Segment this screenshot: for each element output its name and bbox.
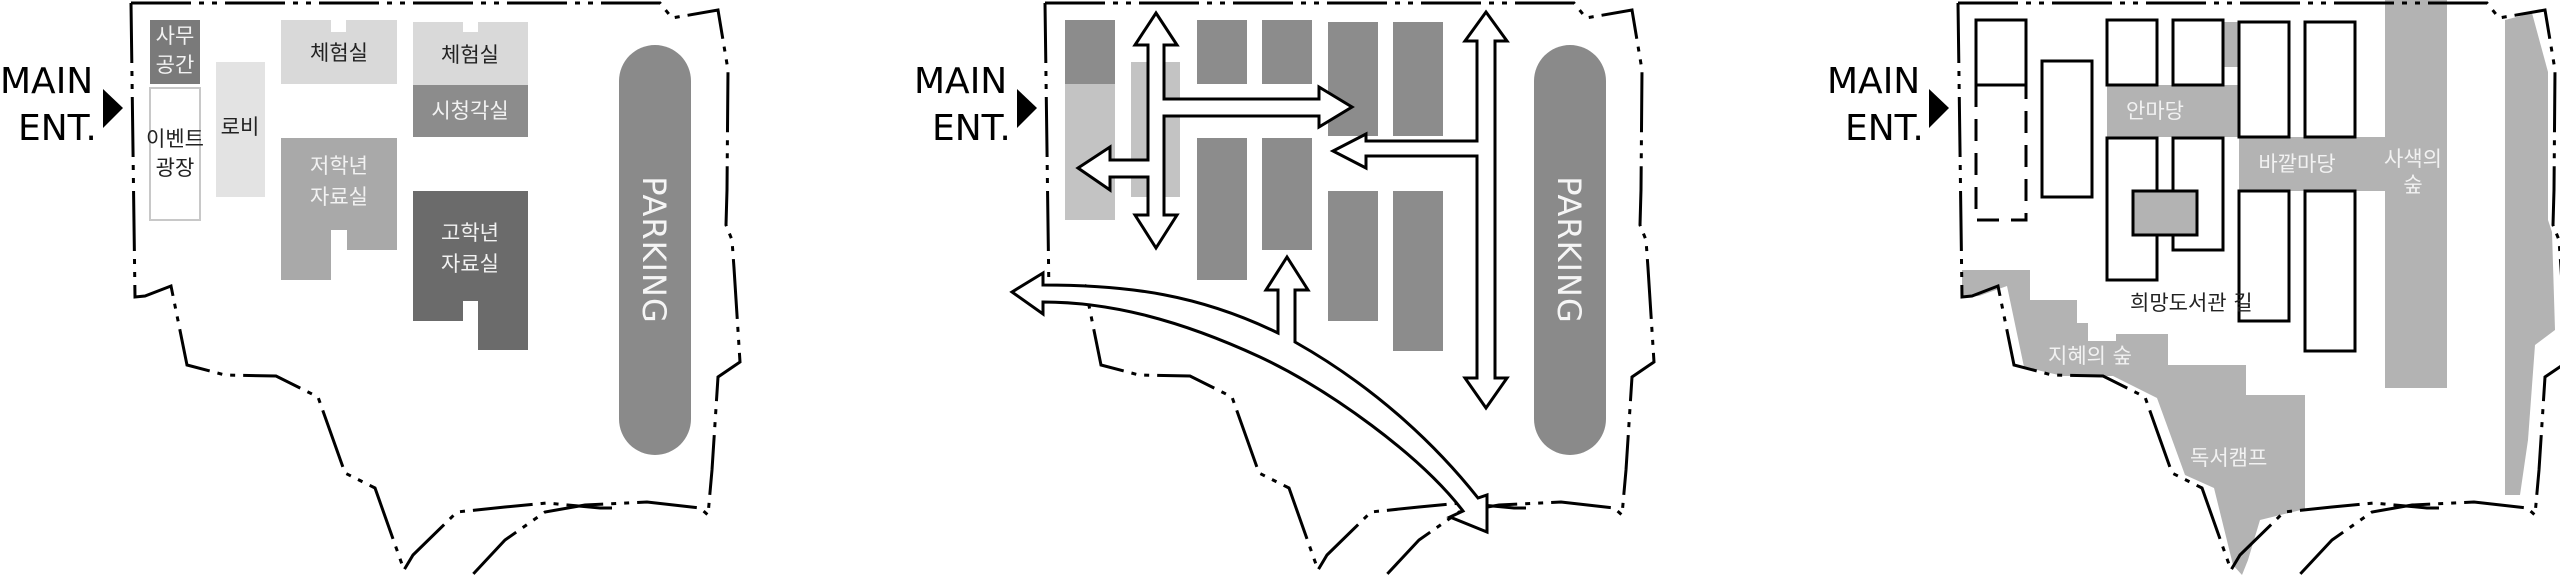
room-experience-1-label: 체험실 — [310, 41, 368, 65]
green-forest-of-wisdom-and-reading-camp[interactable] — [1962, 270, 2305, 575]
outer-yard-label: 바깥마당 — [2258, 152, 2335, 176]
room-lower-grade[interactable] — [281, 138, 397, 280]
room-upper-grade-label-1: 고학년 — [441, 221, 499, 245]
circulation-arrow-east — [1329, 9, 1510, 411]
main-entrance-label-line1: MAIN — [0, 61, 93, 102]
room-lobby-label: 로비 — [221, 115, 260, 139]
entrance-triangle-icon — [1017, 89, 1037, 128]
main-entrance-label-line1: MAIN — [914, 61, 1007, 102]
building-block — [1393, 191, 1443, 351]
room-lobby[interactable] — [216, 62, 265, 197]
building-outline — [2237, 20, 2291, 139]
building-block — [1328, 191, 1378, 321]
room-office-label-2: 공간 — [156, 53, 195, 77]
main-entrance-label-line2: ENT. — [932, 108, 1011, 149]
building-block — [1262, 20, 1312, 84]
room-office-label-1: 사무 — [156, 24, 195, 48]
building-outline — [1974, 18, 2028, 87]
building-block — [1393, 22, 1443, 136]
building-block — [1197, 20, 1247, 84]
inner-court-block — [2131, 189, 2199, 237]
forest-of-thought-label-1: 사색의 — [2384, 147, 2442, 171]
building-outline — [2303, 20, 2357, 139]
building-outline — [2237, 189, 2291, 323]
panel-open-space: MAIN ENT. 안마당 바깥마당 사색의 숲 희망도서관 길 지혜의 숲 독… — [1827, 0, 2560, 576]
circulation-arrow-cross — [1075, 10, 1355, 251]
parking-label: PARKING — [635, 176, 673, 324]
main-entrance-label-line2: ENT. — [1845, 108, 1924, 149]
reading-camp-label: 독서캠프 — [2190, 446, 2267, 470]
building-outline — [2171, 18, 2225, 87]
inner-yard-label: 안마당 — [2126, 99, 2184, 123]
room-event-plaza-label-2: 광장 — [156, 156, 195, 180]
building-block — [1328, 22, 1378, 136]
parking-label: PARKING — [1550, 176, 1588, 324]
hope-library-road-label: 희망도서관 길 — [2130, 291, 2253, 315]
building-outline — [2040, 59, 2094, 199]
room-experience-1[interactable] — [281, 20, 397, 84]
green-outer-yard[interactable] — [2239, 137, 2417, 191]
room-office[interactable] — [150, 20, 200, 84]
entrance-triangle-icon — [1929, 89, 1949, 128]
room-av-label: 시청각실 — [431, 99, 508, 123]
panel-circulation: MAIN ENT. PARKING — [914, 1, 1656, 576]
main-entrance-label-line1: MAIN — [1827, 61, 1920, 102]
room-av[interactable] — [413, 85, 528, 137]
parking-area[interactable] — [1534, 45, 1606, 455]
room-experience-2[interactable] — [413, 22, 528, 85]
room-event-plaza-label-1: 이벤트 — [146, 127, 204, 151]
circulation-arrow-curved — [1009, 254, 1489, 535]
panel-zoning: MAIN ENT. 사무 공간 이벤트 광장 로비 체험실 체험실 시청각실 저… — [0, 1, 742, 576]
room-lower-grade-label-1: 저학년 — [310, 154, 368, 178]
room-upper-grade-label-2: 자료실 — [441, 252, 499, 276]
forest-of-wisdom-label: 지혜의 숲 — [2048, 344, 2132, 368]
building-block — [1197, 138, 1247, 280]
room-upper-grade[interactable] — [413, 191, 528, 350]
forest-of-thought-label-2: 숲 — [2403, 173, 2422, 197]
building-outline — [2303, 189, 2357, 353]
room-experience-2-label: 체험실 — [441, 43, 499, 67]
entrance-triangle-icon — [103, 89, 123, 128]
room-lower-grade-label-2: 자료실 — [310, 185, 368, 209]
green-forest-of-thought[interactable] — [2385, 0, 2447, 388]
green-east-strip — [2505, 13, 2555, 495]
main-entrance-label-line2: ENT. — [18, 108, 97, 149]
building-block — [1262, 138, 1312, 250]
room-event-plaza[interactable] — [149, 87, 201, 221]
building-outline-demolished — [1974, 85, 2028, 222]
building-block — [1065, 20, 1115, 84]
parking-area[interactable] — [619, 45, 691, 455]
building-outline — [2105, 18, 2159, 87]
